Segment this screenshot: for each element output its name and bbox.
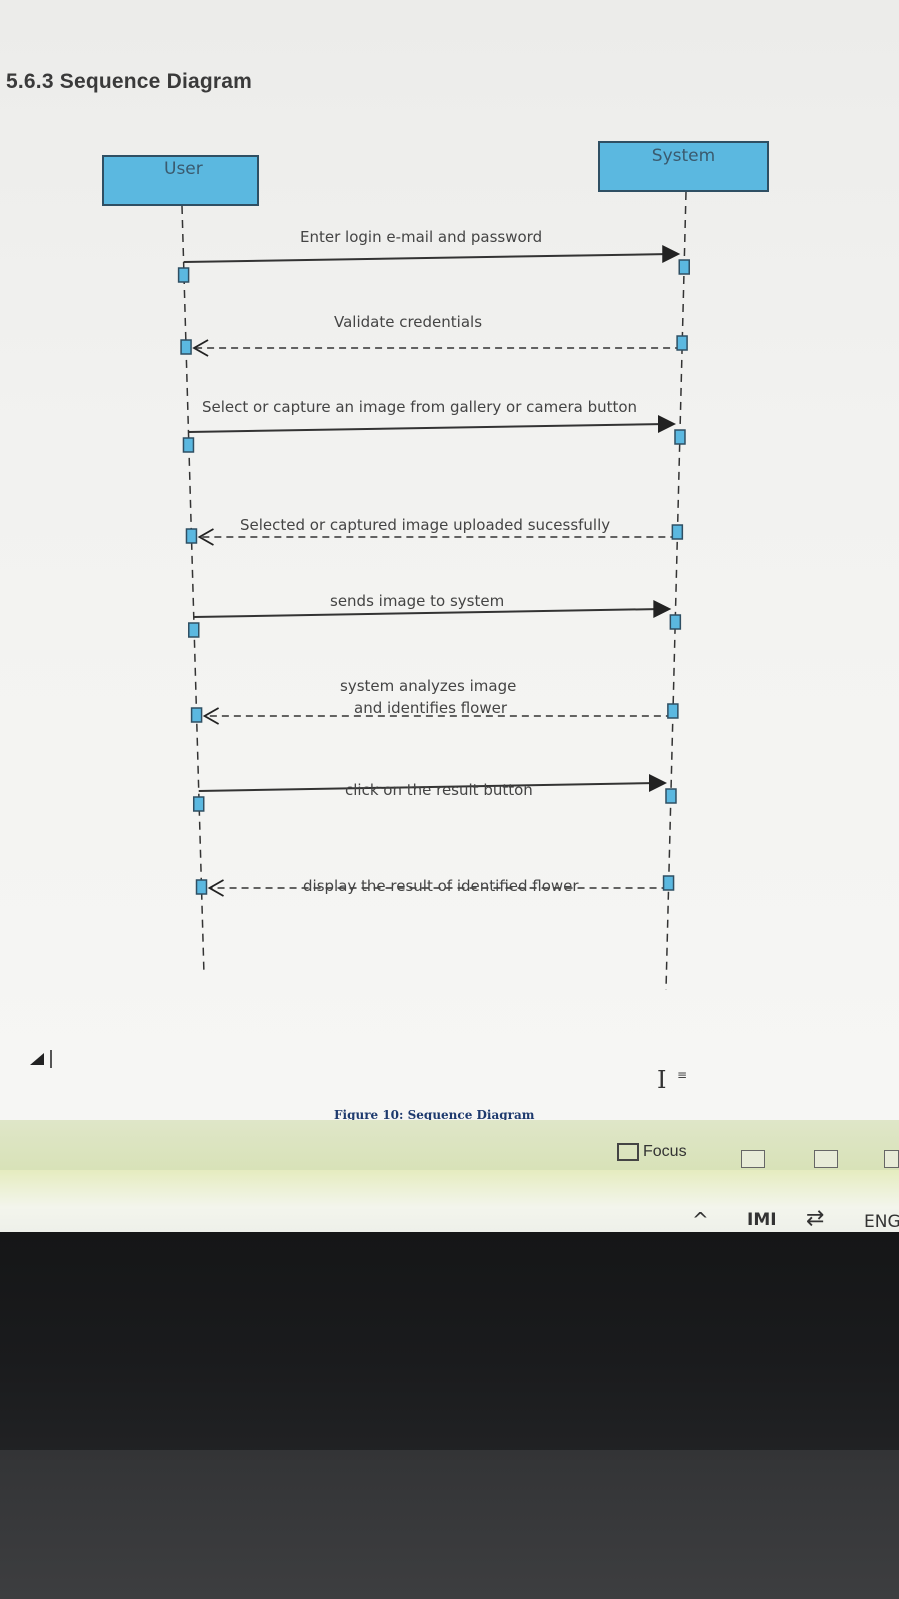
focus-icon <box>617 1143 639 1161</box>
section-heading: 5.6.3 Sequence Diagram <box>6 70 253 93</box>
system-activation-box <box>676 335 688 351</box>
focus-label: Focus <box>643 1143 687 1160</box>
message-label: Enter login e-mail and password <box>300 228 543 246</box>
document-page: 5.6.3 Sequence Diagram User System Enter… <box>0 0 899 1122</box>
system-activation-box <box>662 875 675 891</box>
chevron-up-icon[interactable]: ^ <box>692 1208 709 1232</box>
web-layout-view-icon[interactable] <box>884 1150 899 1168</box>
read-mode-view-icon[interactable] <box>741 1150 765 1168</box>
user-activation-box <box>190 707 203 723</box>
message-label: click on the result button <box>345 781 533 799</box>
actor-user-box: User <box>102 155 259 206</box>
triangle-marker-icon <box>30 1053 44 1065</box>
arrowhead-filled <box>648 774 667 792</box>
sequence-diagram <box>177 191 690 991</box>
message-label: sends image to system <box>330 592 505 610</box>
arrowhead-filled <box>662 245 681 263</box>
user-activation-box <box>195 879 208 895</box>
print-layout-view-icon[interactable] <box>814 1150 838 1168</box>
desk-surface <box>0 1450 899 1599</box>
actor-system-box: System <box>598 141 769 192</box>
message-arrow <box>193 608 662 618</box>
system-activation-box <box>674 429 686 445</box>
system-lifeline <box>665 191 687 991</box>
app-tray-icon[interactable]: IMI <box>747 1210 777 1230</box>
arrowhead-filled <box>653 600 672 618</box>
arrowhead-filled <box>657 415 676 433</box>
user-activation-box <box>177 267 190 283</box>
user-lifeline <box>181 205 205 976</box>
user-activation-box <box>185 528 198 544</box>
arrowhead-open <box>197 528 214 546</box>
taskbar <box>0 1170 899 1232</box>
focus-button[interactable]: Focus <box>617 1143 687 1161</box>
message-label: Select or capture an image from gallery … <box>202 398 638 416</box>
arrowhead-open <box>192 339 209 357</box>
message-label: system analyzes image <box>340 677 517 695</box>
language-indicator[interactable]: ENG <box>864 1212 899 1232</box>
message-label: display the result of identified flower <box>303 877 579 895</box>
paragraph-lines-icon: ≡ <box>677 1068 688 1082</box>
user-activation-box <box>182 437 195 453</box>
user-activation-box <box>192 796 205 812</box>
ibeam-cursor-icon: I <box>657 1066 667 1094</box>
system-activation-box <box>678 259 690 275</box>
message-label: and identifies flower <box>354 699 508 717</box>
text-caret <box>50 1050 52 1068</box>
message-label: Selected or captured image uploaded suce… <box>240 516 611 534</box>
message-arrow <box>183 253 671 263</box>
user-activation-box <box>180 339 192 355</box>
arrowhead-open <box>202 707 220 725</box>
message-arrow <box>198 782 658 792</box>
network-transfer-icon[interactable]: ⇄ <box>806 1206 825 1231</box>
arrowhead-open <box>207 879 224 897</box>
message-label: Validate credentials <box>334 313 483 331</box>
system-activation-box <box>665 788 677 804</box>
system-activation-box <box>667 703 679 719</box>
system-activation-box <box>669 614 682 630</box>
system-activation-box <box>671 524 684 540</box>
user-activation-box <box>188 622 200 638</box>
figure-caption: Figure 10: Sequence Diagram <box>334 1108 535 1122</box>
message-arrow <box>188 423 667 433</box>
